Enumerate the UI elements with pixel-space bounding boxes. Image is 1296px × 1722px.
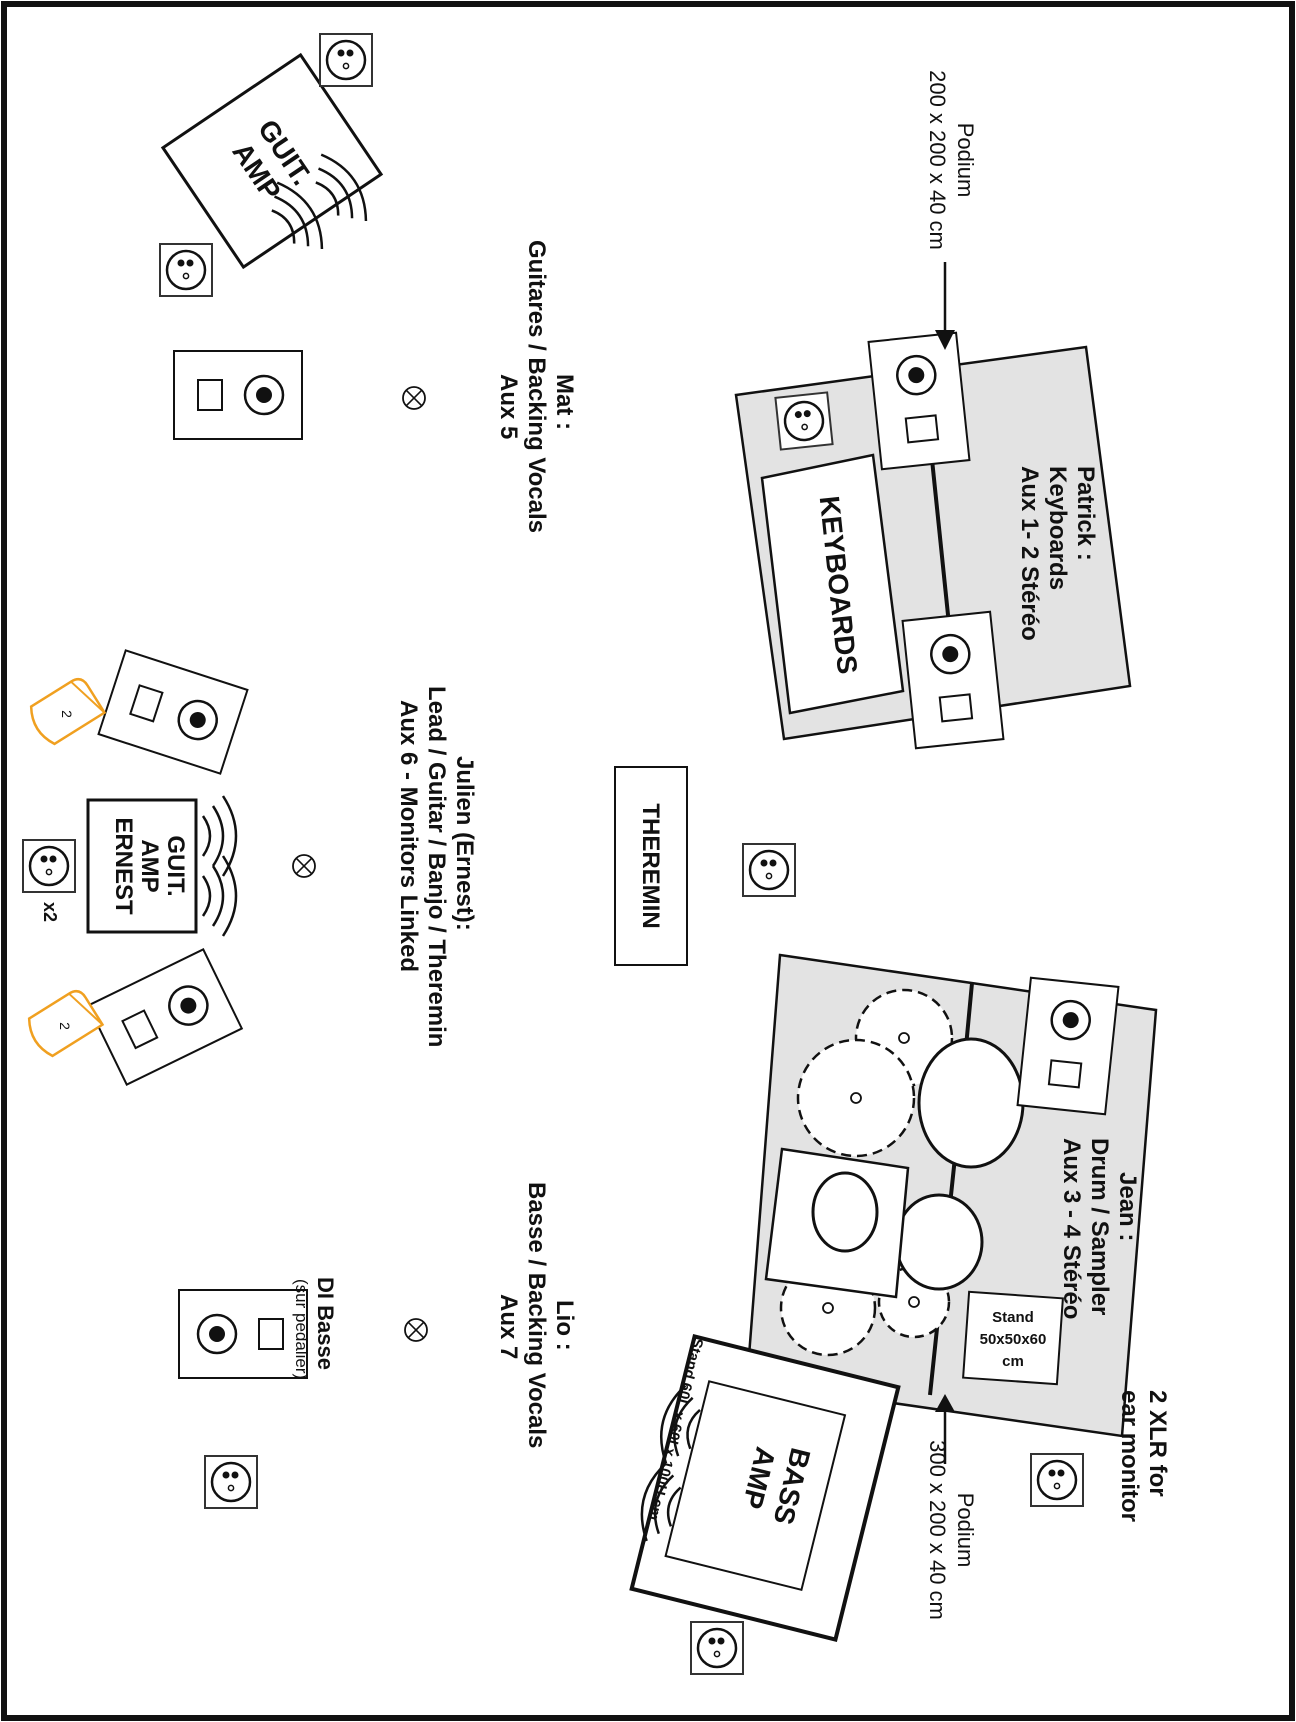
drum-stand-l3: cm — [1002, 1353, 1024, 1370]
julien-mic-icon — [292, 854, 316, 878]
xlr-label: 2 XLR for ear monitor — [1116, 1390, 1171, 1522]
guit-amp-ernest-l3: ERNEST — [110, 817, 137, 915]
podium-drums-word: Podium — [953, 1493, 978, 1568]
drum-stand-label: Stand 50x50x60 cm — [980, 1309, 1047, 1370]
drum-stand-box — [962, 1290, 1064, 1386]
ernest-amp-waves-icon-2 — [201, 854, 238, 938]
bass-power-socket-icon — [689, 1620, 745, 1676]
julien-label: Julien (Ernest): Lead / Guitar / Banjo /… — [395, 686, 478, 1047]
lio-mic-icon — [404, 1318, 428, 1342]
patrick-name: Patrick : — [1072, 466, 1099, 561]
theremin-label: THEREMIN — [637, 803, 664, 928]
guit-amp-ernest-label: GUIT. AMP ERNEST — [110, 817, 189, 915]
xlr-power-socket-icon — [1029, 1452, 1085, 1508]
drum-wedge — [1016, 976, 1120, 1116]
theremin-box — [614, 766, 688, 966]
jean-role: Drum / Sampler — [1086, 1138, 1113, 1315]
mat-power-socket-top-icon — [318, 32, 374, 88]
keys-podium — [734, 345, 1132, 741]
guit-amp-ernest — [86, 798, 198, 934]
lio-label: Lio : Basse / Backing Vocals Aux 7 — [495, 1182, 578, 1448]
keys-wedge-left — [867, 331, 971, 471]
di-basse-l2: (sur pedalier) — [292, 1279, 311, 1379]
keys-power-socket-icon — [774, 391, 834, 451]
lio-name: Lio : — [551, 1300, 578, 1351]
mat-wedge — [172, 349, 304, 441]
patrick-aux: Aux 1- 2 Stéréo — [1016, 466, 1043, 641]
mat-mic-icon — [402, 386, 426, 410]
podium-keys-dims: 200 x 200 x 40 cm — [925, 70, 950, 250]
mat-label: Mat : Guitares / Backing Vocals Aux 5 — [495, 240, 578, 533]
podium-keys-word: Podium — [953, 123, 978, 198]
podium-keys-label: Podium 200 x 200 x 40 cm — [925, 70, 978, 250]
julien-role: Lead / Guitar / Banjo / Theremin — [423, 686, 450, 1047]
mat-name: Mat : — [551, 374, 578, 430]
x2-label: x2 — [40, 902, 60, 922]
pedal-right-number: 2 — [57, 1022, 73, 1030]
ernest-amp-waves-icon — [201, 794, 238, 878]
lio-power-socket-icon — [203, 1454, 259, 1510]
theremin-power-socket-icon — [741, 842, 797, 898]
julien-name: Julien (Ernest): — [451, 756, 478, 931]
jean-label: Jean : Drum / Sampler Aux 3 - 4 Stéréo — [1058, 1138, 1141, 1319]
di-basse-l1: DI Basse — [313, 1277, 338, 1370]
di-basse-label: DI Basse (sur pedalier) — [292, 1277, 338, 1379]
xlr-l2: ear monitor — [1116, 1390, 1143, 1522]
podium-keys-arrow-icon — [935, 262, 955, 350]
podium-drums-dims: 300 x 200 x 40 cm — [925, 1440, 950, 1620]
drum-stand-l2: 50x50x60 — [980, 1331, 1047, 1348]
mat-aux: Aux 5 — [495, 374, 522, 439]
julien-wedge-right — [86, 948, 244, 1086]
pedal-left-number: 2 — [59, 710, 75, 718]
mat-role: Guitares / Backing Vocals — [523, 240, 550, 533]
di-box — [177, 1288, 309, 1380]
guit-amp-ernest-l1: GUIT. — [162, 835, 189, 896]
ernest-power-socket-icon — [21, 838, 77, 894]
jean-aux: Aux 3 - 4 Stéréo — [1058, 1138, 1085, 1319]
podium-drums-label: Podium 300 x 200 x 40 cm — [925, 1440, 978, 1620]
patrick-role: Keyboards — [1044, 466, 1071, 590]
mat-power-socket-icon — [158, 242, 214, 298]
keys-wedge-right — [901, 610, 1005, 750]
bass-amp — [629, 1334, 901, 1642]
drum-stand-l1: Stand — [992, 1309, 1034, 1326]
patrick-label: Patrick : Keyboards Aux 1- 2 Stéréo — [1016, 466, 1099, 641]
guit-amp — [160, 52, 384, 270]
guit-amp-ernest-l2: AMP — [136, 839, 163, 892]
podium-drums-arrow-icon — [935, 1394, 955, 1464]
julien-aux: Aux 6 - Monitors Linked — [395, 700, 422, 972]
xlr-l1: 2 XLR for — [1144, 1390, 1171, 1497]
lio-role: Basse / Backing Vocals — [523, 1182, 550, 1448]
julien-wedge-left — [97, 649, 249, 775]
lio-aux: Aux 7 — [495, 1294, 522, 1359]
jean-name: Jean : — [1114, 1172, 1141, 1241]
